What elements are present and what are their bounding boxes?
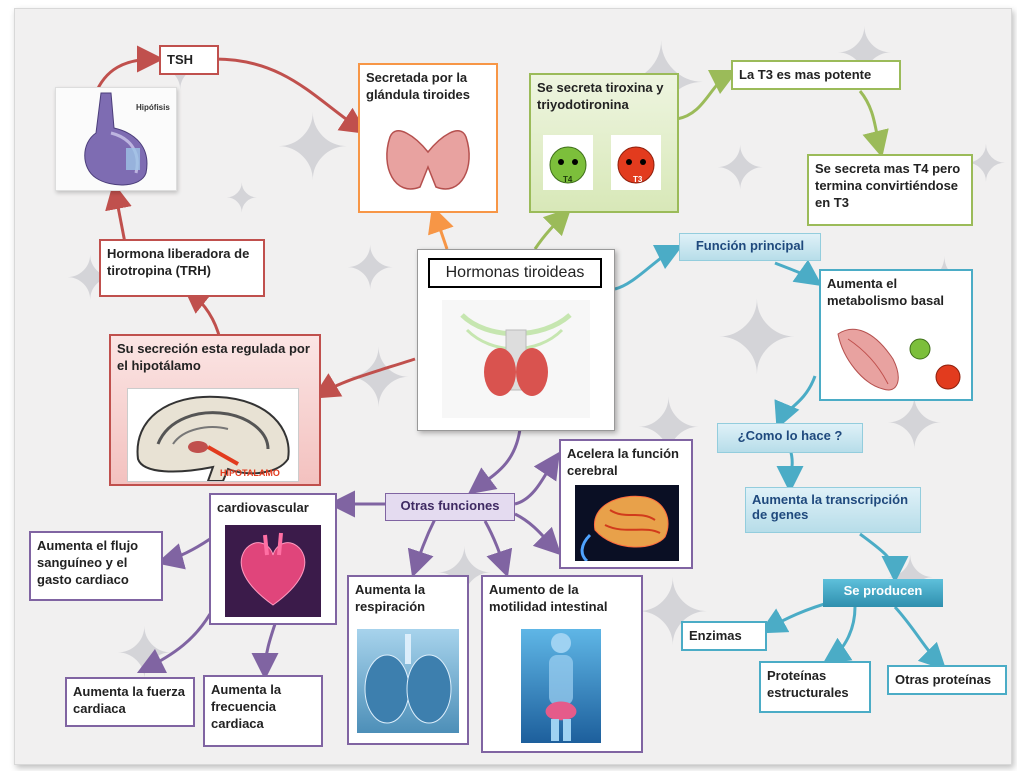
thyroid-central-illustration — [442, 300, 590, 418]
how-node: ¿Como lo hace ? — [717, 423, 863, 453]
t3-character-illustration: T3 — [611, 135, 661, 190]
secretes-t4-t3-box: Se secreta tiroxina y triyodotironina T4… — [529, 73, 679, 213]
brain-illustration — [575, 485, 679, 561]
enzymes-label: Enzimas — [689, 628, 742, 643]
blood-flow-label: Aumenta el flujo sanguíneo y el gasto ca… — [37, 538, 138, 587]
t3-more-potent-box: La T3 es mas potente — [731, 60, 901, 90]
lungs-illustration — [357, 629, 459, 733]
secreted-by-thyroid-box: Secretada por la glándula tiroides — [358, 63, 498, 213]
other-functions-label: Otras funciones — [401, 498, 500, 513]
t4-label: T4 — [563, 171, 572, 188]
tsh-label: TSH — [167, 52, 193, 67]
brain-function-box: Acelera la función cerebral — [559, 439, 693, 569]
secretes-t4-t3-label: Se secreta tiroxina y triyodotironina — [537, 79, 671, 113]
pituitary-label: Hipófisis — [136, 103, 170, 112]
blood-flow-box: Aumenta el flujo sanguíneo y el gasto ca… — [29, 531, 163, 601]
respiration-label: Aumenta la respiración — [355, 581, 461, 615]
more-t4-label: Se secreta mas T4 pero termina convirtié… — [815, 161, 960, 210]
hypothalamus-regulation-box: Su secreción esta regulada por el hipotá… — [109, 334, 321, 486]
central-title: Hormonas tiroideas — [428, 258, 602, 288]
cardiac-force-box: Aumenta la fuerza cardiaca — [65, 677, 195, 727]
central-node: Hormonas tiroideas — [417, 249, 615, 431]
main-function-node: Función principal — [679, 233, 821, 261]
hypothalamus-image-label: HIPOTALAMO — [220, 465, 280, 482]
other-proteins-label: Otras proteínas — [895, 672, 991, 687]
metabolism-box: Aumenta el metabolismo basal — [819, 269, 973, 401]
intestinal-motility-label: Aumento de la motilidad intestinal — [489, 581, 635, 615]
hypothalamus-regulation-label: Su secreción esta regulada por el hipotá… — [117, 340, 313, 374]
cardiac-force-label: Aumenta la fuerza cardiaca — [73, 684, 185, 716]
digestive-system-illustration — [521, 629, 601, 743]
cardiovascular-label: cardiovascular — [217, 499, 329, 516]
structural-proteins-label: Proteínas estructurales — [767, 668, 849, 700]
t3-label: T3 — [633, 171, 642, 188]
how-label: ¿Como lo hace ? — [738, 428, 843, 443]
brain-sagittal-illustration: HIPOTALAMO — [127, 388, 299, 482]
intestinal-motility-box: Aumento de la motilidad intestinal — [481, 575, 643, 753]
gene-transcription-node: Aumenta la transcripción de genes — [745, 487, 921, 533]
t4-character-illustration: T4 — [543, 135, 593, 190]
t3-more-potent-label: La T3 es mas potente — [739, 67, 871, 82]
enzymes-box: Enzimas — [681, 621, 767, 651]
secreted-by-thyroid-label: Secretada por la glándula tiroides — [366, 69, 490, 103]
cardiac-rate-label: Aumenta la frecuencia cardiaca — [211, 682, 281, 731]
other-proteins-box: Otras proteínas — [887, 665, 1007, 695]
other-functions-node: Otras funciones — [385, 493, 515, 521]
metabolism-label: Aumenta el metabolismo basal — [827, 275, 965, 309]
structural-proteins-box: Proteínas estructurales — [759, 661, 871, 713]
tsh-box: TSH — [159, 45, 219, 75]
heart-illustration — [225, 525, 321, 617]
more-t4-box: Se secreta mas T4 pero termina convirtié… — [807, 154, 973, 226]
pituitary-illustration: Hipófisis — [55, 87, 177, 191]
muscle-hormones-illustration — [833, 319, 963, 401]
brain-function-label: Acelera la función cerebral — [567, 445, 685, 479]
trh-box: Hormona liberadora de tirotropina (TRH) — [99, 239, 265, 297]
gene-transcription-label: Aumenta la transcripción de genes — [752, 492, 908, 522]
main-function-label: Función principal — [696, 238, 804, 253]
produced-label: Se producen — [844, 583, 923, 598]
concept-map-frame: ✦ ✦ ✦ ✦ ✦ ✦ ✦ ✦ ✦ ✦ ✦ ✦ ✦ ✦ ✦ ✦ ✦ ✦ — [14, 8, 1012, 765]
cardiac-rate-box: Aumenta la frecuencia cardiaca — [203, 675, 323, 747]
cardiovascular-box: cardiovascular — [209, 493, 337, 625]
produced-node: Se producen — [823, 579, 943, 607]
respiration-box: Aumenta la respiración — [347, 575, 469, 745]
trh-label: Hormona liberadora de tirotropina (TRH) — [107, 246, 249, 278]
thyroid-gland-illustration — [380, 117, 476, 203]
